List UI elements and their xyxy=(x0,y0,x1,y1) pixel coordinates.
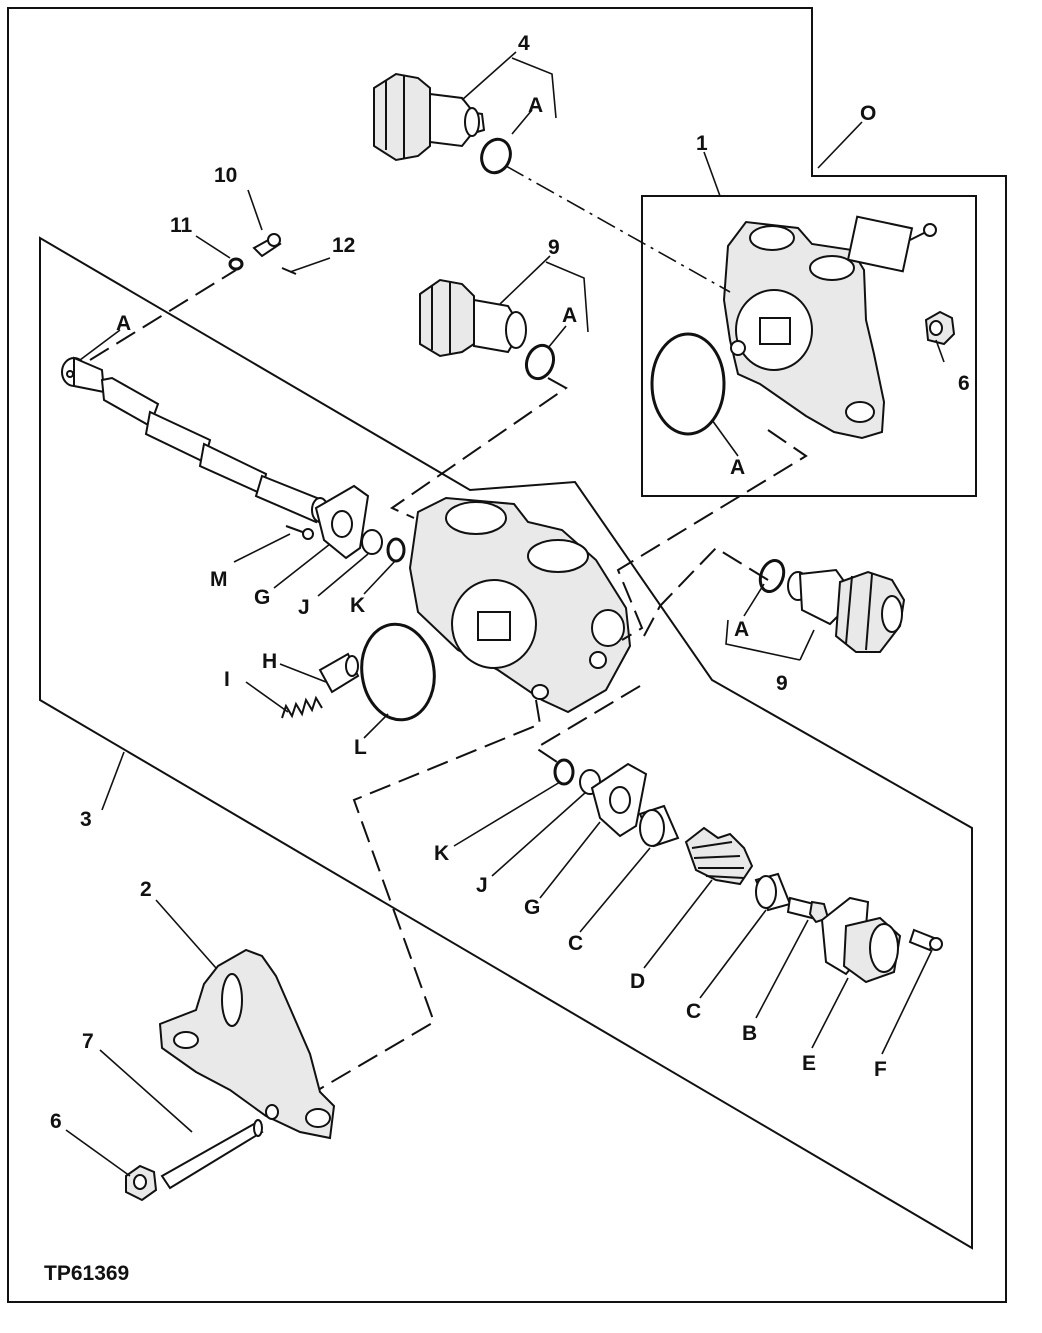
bracket-9-right xyxy=(725,619,801,661)
callout-9-upper: 9 xyxy=(548,236,560,259)
o-ring-a-nine xyxy=(524,343,556,381)
dashed-path-lower xyxy=(317,699,542,1091)
callout-i: I xyxy=(224,668,230,691)
callout-b: B xyxy=(742,1022,757,1045)
group-3-boundary xyxy=(39,236,973,1250)
mounting-bracket-2 xyxy=(158,948,336,1140)
callout-j-lower: J xyxy=(476,874,488,897)
o-ring-a-top xyxy=(480,137,512,175)
callout-k-lower: K xyxy=(434,842,449,865)
outer-boundary xyxy=(7,7,1007,1303)
screw-f xyxy=(908,928,943,952)
dashed-path-lower-right xyxy=(534,685,641,765)
callout-1: 1 xyxy=(696,132,708,155)
callout-h: H xyxy=(262,650,277,673)
callout-a-top: A xyxy=(528,94,543,117)
bolt-7 xyxy=(160,1119,264,1190)
bolt-b xyxy=(786,896,830,924)
nut-6-box xyxy=(924,310,956,346)
o-ring-l xyxy=(360,622,436,722)
callout-9-right: 9 xyxy=(776,672,788,695)
callout-c-upper: C xyxy=(568,932,583,955)
seat-c-lower xyxy=(754,872,792,912)
dashed-path-upper xyxy=(389,377,568,519)
relief-valve-9-right xyxy=(787,568,906,653)
nameplate-screw xyxy=(909,223,937,241)
bracket-4 xyxy=(511,57,557,119)
collar-j-upper xyxy=(361,529,383,555)
callout-a-nine: A xyxy=(562,304,577,327)
seat-c-upper xyxy=(638,804,680,848)
callout-m: M xyxy=(210,568,228,591)
screw-m-upper xyxy=(285,525,314,540)
pin-10 xyxy=(252,233,282,258)
callout-3: 3 xyxy=(80,808,92,831)
callout-g-lower: G xyxy=(524,896,540,919)
inset-box-1 xyxy=(641,195,977,497)
bracket-9-upper xyxy=(545,261,589,333)
nut-6-bottom xyxy=(125,1164,158,1202)
relief-valve-4 xyxy=(373,72,486,162)
callout-j-upper: J xyxy=(298,596,310,619)
pin-12 xyxy=(281,267,297,275)
leader-lines xyxy=(65,151,945,1177)
o-ring-k-lower xyxy=(553,758,575,786)
callout-7: 7 xyxy=(82,1030,94,1053)
leader-o xyxy=(817,121,863,169)
valve-body xyxy=(408,496,632,714)
callout-a-box: A xyxy=(730,456,745,479)
dashed-path-box xyxy=(616,429,808,641)
callout-a-spool: A xyxy=(116,312,131,335)
plug-h xyxy=(318,652,360,694)
callout-o: O xyxy=(860,102,876,125)
relief-valve-9-upper xyxy=(419,278,527,358)
callout-d: D xyxy=(630,970,645,993)
o-ring-a-box xyxy=(650,332,726,436)
spool xyxy=(61,356,329,524)
callout-c-lower: C xyxy=(686,1000,701,1023)
callout-2: 2 xyxy=(140,878,152,901)
o-ring-k-upper xyxy=(386,537,406,563)
spring-i xyxy=(281,695,323,719)
callout-l: L xyxy=(354,736,367,759)
callout-12: 12 xyxy=(332,234,355,257)
cap-e xyxy=(820,896,902,984)
callout-f: F xyxy=(874,1058,887,1081)
callout-6-bottom: 6 xyxy=(50,1110,62,1133)
nameplate xyxy=(846,215,914,273)
callout-e: E xyxy=(802,1052,816,1075)
callout-10: 10 xyxy=(214,164,237,187)
callout-11: 11 xyxy=(170,214,193,237)
callout-a-right: A xyxy=(734,618,749,641)
callout-k-upper: K xyxy=(350,594,365,617)
callout-4: 4 xyxy=(518,32,530,55)
callout-g-upper: G xyxy=(254,586,270,609)
figure-id: TP61369 xyxy=(44,1262,129,1285)
callout-6-box: 6 xyxy=(958,372,970,395)
snap-ring-11 xyxy=(228,257,244,271)
o-ring-a-right xyxy=(758,559,786,593)
valve-section-1 xyxy=(722,220,886,440)
dashed-path-right xyxy=(643,546,769,637)
alignment-line-4 xyxy=(505,165,731,293)
